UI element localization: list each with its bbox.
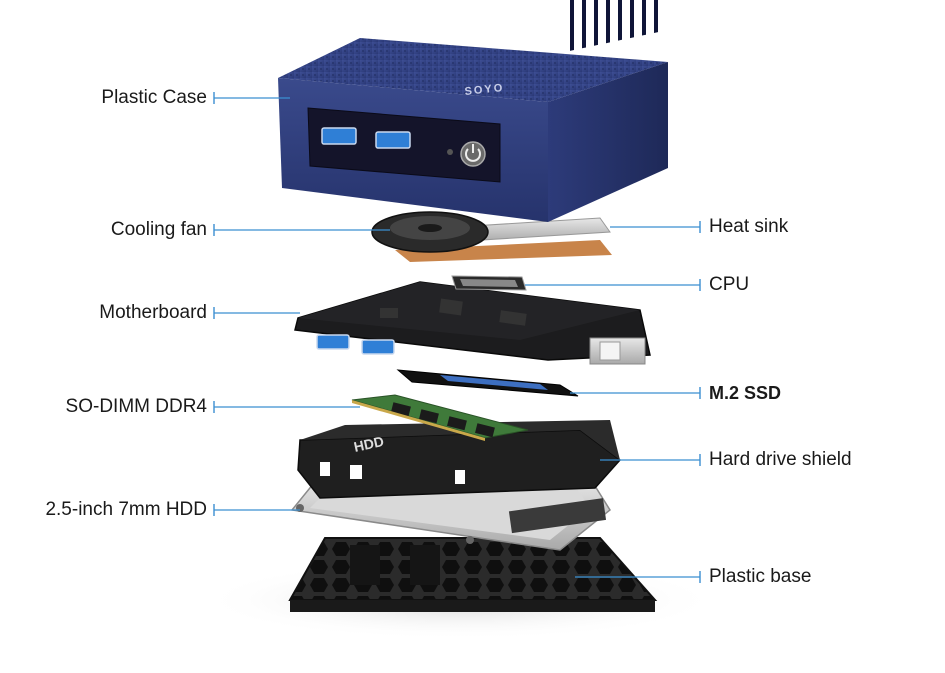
label-plastic-base: Plastic base — [709, 566, 812, 587]
label-hdd: 2.5-inch 7mm HDD — [45, 499, 207, 520]
plastic-base-part — [200, 537, 720, 640]
usb-port-icon — [375, 131, 411, 149]
usb-port-icon — [321, 127, 357, 145]
label-m2-ssd: M.2 SSD — [709, 383, 782, 403]
cpu-part — [451, 275, 527, 291]
leader-lines-right — [525, 221, 701, 583]
label-cooling-fan: Cooling fan — [110, 219, 207, 240]
plastic-case-part: SOYO — [278, 0, 668, 222]
m2-ssd-part — [396, 369, 579, 397]
shield-hdd-mark: HDD — [352, 433, 385, 455]
usb-port-icon — [361, 339, 395, 355]
label-cpu: CPU — [709, 274, 750, 295]
label-motherboard: Motherboard — [99, 302, 207, 323]
label-plastic-case: Plastic Case — [101, 87, 207, 108]
cooling-fan-heatsink-part — [371, 211, 612, 262]
motherboard-part — [294, 281, 651, 365]
usb-port-icon — [316, 334, 350, 350]
label-so-dimm: SO-DIMM DDR4 — [65, 396, 207, 417]
ram-module-part — [351, 394, 529, 441]
label-hard-drive-shield: Hard drive shield — [709, 449, 852, 470]
label-heat-sink: Heat sink — [709, 216, 789, 237]
leader-lines-left — [213, 92, 390, 516]
hard-drive-shield-part: HDD — [297, 420, 622, 499]
case-brand-logo: SOYO — [464, 82, 505, 98]
power-icon — [460, 141, 486, 167]
